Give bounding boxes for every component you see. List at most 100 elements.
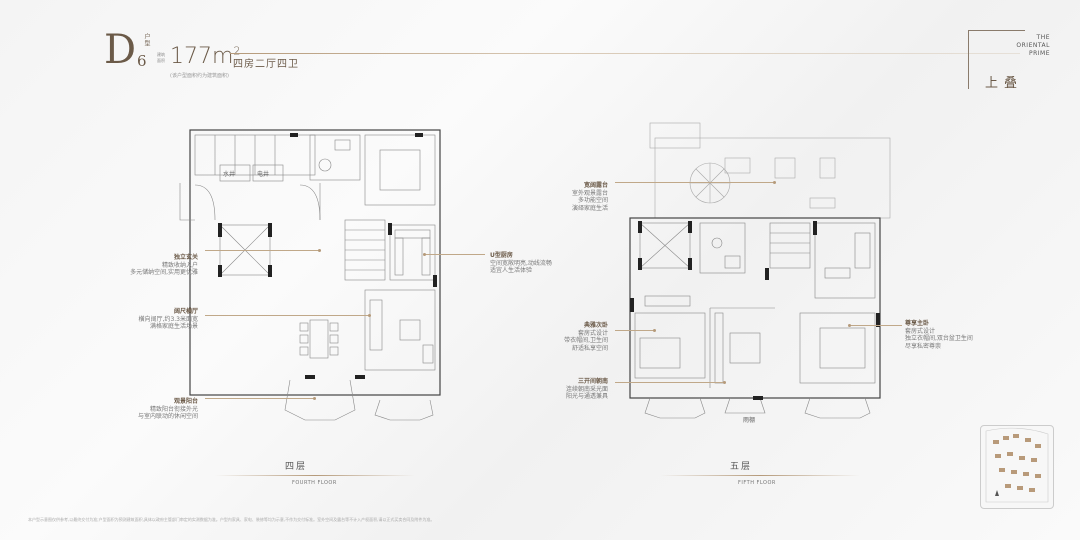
callout-title: 尊享主卧 [905, 320, 930, 327]
fourth-floor-title: 四层 [285, 462, 308, 472]
outer-wall [189, 129, 441, 396]
callout-text: 独立衣帽间,双台盆卫生间 [905, 335, 973, 342]
callout-dot [653, 329, 656, 332]
callout-title: 观景阳台 [173, 398, 198, 405]
callout-text: 精致阳台衔接外光 [149, 405, 198, 413]
fifth-floor-plan: 雨棚 [629, 122, 891, 424]
dining-table-4f [309, 319, 329, 359]
brand-frame [968, 30, 1025, 89]
site-plan-icon [985, 427, 1049, 503]
brand-name-en: THE ORIENTAL PRIME [990, 34, 1050, 58]
callout-title: 阔尺横厅 [173, 308, 198, 315]
callout-entrance: 独立玄关 精致收纳入户 多元储纳空间,实用更优雅 [108, 254, 198, 277]
callout-title: 独立玄关 [173, 254, 198, 261]
callout-dot [423, 253, 426, 256]
callout-dot [723, 381, 726, 384]
elevator-5f [639, 222, 691, 269]
wardrobe-5f [644, 295, 691, 307]
layout-name: 四房二厅四卫 [233, 59, 299, 70]
brand-name-cn: 上叠 [985, 76, 1024, 91]
callout-dot [313, 397, 316, 400]
brand-line-2: ORIENTAL [1016, 42, 1050, 49]
callout-text: 阳光与通透兼具 [565, 393, 608, 400]
callout-title: 三开间朝南 [577, 378, 608, 385]
callout-title: 典雅次卧 [583, 322, 608, 329]
callout-text: 满格家庭生活场景 [149, 323, 198, 330]
callout-line [615, 330, 655, 331]
wardrobe-master-5f [714, 312, 724, 384]
callout-terrace: 宽阔露台 室外观景露台 多功能空间 演绎家庭生活 [518, 182, 608, 212]
bedroom-4f [364, 134, 436, 206]
callout-text: 多元储纳空间,实用更优雅 [130, 269, 198, 276]
unit-number: 6 [137, 52, 147, 70]
callout-kitchen: U型厨房 空间宽敞明亮,动线流畅 适宜人生活体验 [490, 252, 570, 275]
callout-text: 舒适私享空间 [571, 344, 608, 352]
disclaimer: 本户型示意图仅供参考,以最终交付为准;户型面积为预测建筑面积,具体以政府主管部门… [28, 517, 435, 522]
water-shaft [219, 164, 251, 182]
callout-text: 套房式设计 [577, 329, 608, 337]
callout-line [615, 182, 775, 183]
second-bedroom-5f [634, 312, 706, 379]
callout-text: 适宜人生活体验 [490, 267, 533, 274]
callout-text: 多功能空间 [577, 197, 608, 204]
callout-title: U型厨房 [490, 252, 513, 259]
callout-line [615, 382, 725, 383]
fifth-floor-subtitle: FIFTH FLOOR [738, 480, 776, 486]
kitchen-4f [389, 224, 436, 281]
bathroom-5f-left [699, 222, 746, 274]
area-number: 177m [170, 44, 234, 69]
fourth-floor-plan: 水井 电井 [179, 129, 441, 421]
living-room-4f [364, 289, 436, 371]
callout-dot [773, 181, 776, 184]
terrace-5f [654, 137, 891, 219]
brand-line-3: PRIME [1028, 50, 1050, 57]
area-value: 177m2 [170, 44, 240, 69]
site-minimap [980, 425, 1054, 509]
unit-tag: 户型 [143, 33, 150, 47]
callout-text: 演绎家庭生活 [571, 204, 608, 212]
floor-title-rule [660, 475, 860, 476]
callout-line [205, 398, 315, 399]
callout-line [850, 325, 902, 326]
callout-master-bedroom: 尊享主卧 套房式设计 独立衣帽间,双台盆卫生间 尽享私密尊崇 [905, 320, 980, 350]
callout-text: 连续朝南采光面 [565, 385, 608, 393]
master-bath-5f [814, 222, 876, 299]
area-tag: 建筑 面积 [157, 52, 165, 63]
callout-title: 宽阔露台 [583, 182, 608, 189]
floor-title-rule [215, 475, 415, 476]
callout-text: 空间宽敞明亮,动线流畅 [490, 259, 552, 267]
callout-dot [318, 249, 321, 252]
stair-5f [769, 222, 811, 269]
callout-line [425, 254, 485, 255]
callout-south-facing: 三开间朝南 连续朝南采光面 阳光与通透兼具 [518, 378, 608, 401]
water-shaft-label: 水井 [223, 170, 235, 178]
area-note: (该户型面积约为建筑面积) [170, 73, 229, 79]
brand-line-1: THE [1036, 34, 1050, 41]
unit-letter: D [104, 27, 137, 73]
rain-shed-label: 雨棚 [743, 416, 755, 424]
callout-text: 精致收纳入户 [161, 261, 198, 269]
callout-living: 阔尺横厅 横向阔厅,约3.3米面宽 满格家庭生活场景 [108, 308, 198, 331]
callout-dot [848, 324, 851, 327]
callout-line [205, 315, 370, 316]
callout-second-bedroom: 典雅次卧 套房式设计 带衣帽间,卫生间 舒适私享空间 [518, 322, 608, 352]
bathroom-4f [309, 134, 361, 181]
area-exponent: 2 [233, 44, 241, 58]
electric-shaft [252, 164, 284, 182]
balcony-4f [284, 379, 356, 421]
electric-shaft-label: 电井 [257, 170, 269, 178]
callout-text: 尽享私密尊崇 [905, 342, 942, 350]
callout-text: 横向阔厅,约3.3米面宽 [138, 315, 198, 323]
fourth-floor-subtitle: FOURTH FLOOR [292, 480, 337, 486]
callout-dot [368, 314, 371, 317]
callout-text: 室外观景露台 [571, 189, 608, 197]
callout-text: 带衣帽间,卫生间 [564, 337, 608, 344]
callout-balcony: 观景阳台 精致阳台衔接外光 与室内联动的休闲空间 [108, 398, 198, 421]
master-bedroom-5f [799, 312, 876, 384]
callout-text: 与室内联动的休闲空间 [137, 413, 198, 420]
callout-text: 套房式设计 [905, 327, 936, 335]
header-rule [230, 53, 1020, 54]
north-arrow-icon [995, 490, 999, 496]
callout-line [205, 250, 320, 251]
fifth-floor-title: 五层 [730, 462, 753, 472]
